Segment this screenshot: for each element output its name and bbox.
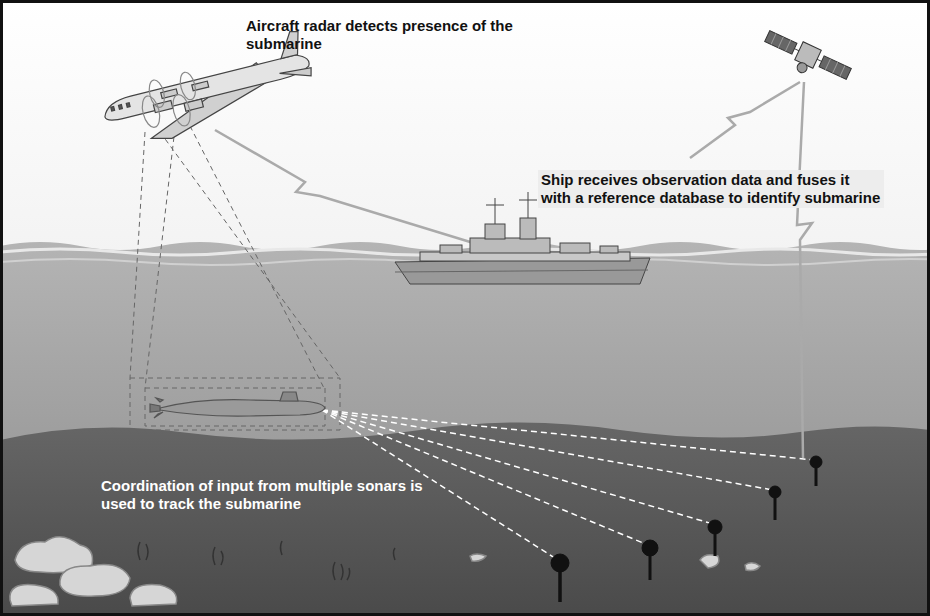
aircraft-label: Aircraft radar detects presence of the s… — [243, 16, 519, 54]
ship-label: Ship receives observation data and fuses… — [538, 170, 884, 208]
sonar-label: Coordination of input from multiple sona… — [98, 476, 434, 514]
